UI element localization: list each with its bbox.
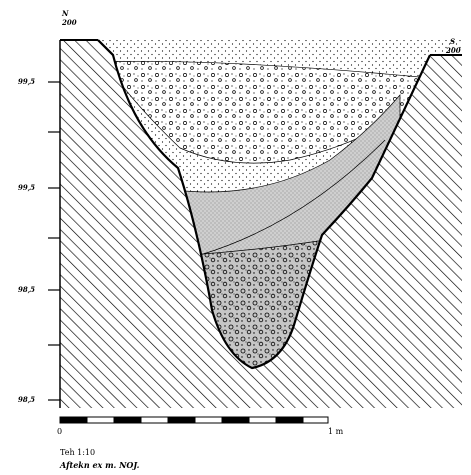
- scale-label-3: 98,5: [18, 285, 36, 294]
- corner-label-right-value: 200: [446, 46, 461, 55]
- corner-label-left-letter: N: [62, 9, 69, 18]
- left-scale-ticks: [48, 81, 60, 401]
- scale-label-4: 98,5: [18, 395, 36, 404]
- pit-outline: [97, 39, 431, 370]
- caption-scale: Teh 1:10: [60, 448, 96, 457]
- layer-boundary: [199, 139, 386, 256]
- caption-drawn-by: Aftekn ex m. NOJ.: [60, 460, 140, 470]
- fill-layer-pebbly: [99, 60, 431, 164]
- scale-bar-start-label: 0: [57, 427, 63, 436]
- scale-bar: [59, 416, 329, 424]
- corner-label-left-value: 200: [62, 18, 77, 27]
- natural-soil-hatching: [60, 40, 462, 408]
- scale-bar-end-label: 1 m: [328, 427, 344, 436]
- scale-label-2: 99,5: [18, 183, 36, 192]
- corner-label-right-letter: S: [450, 37, 456, 46]
- scale-label-1: 99,5: [18, 77, 36, 86]
